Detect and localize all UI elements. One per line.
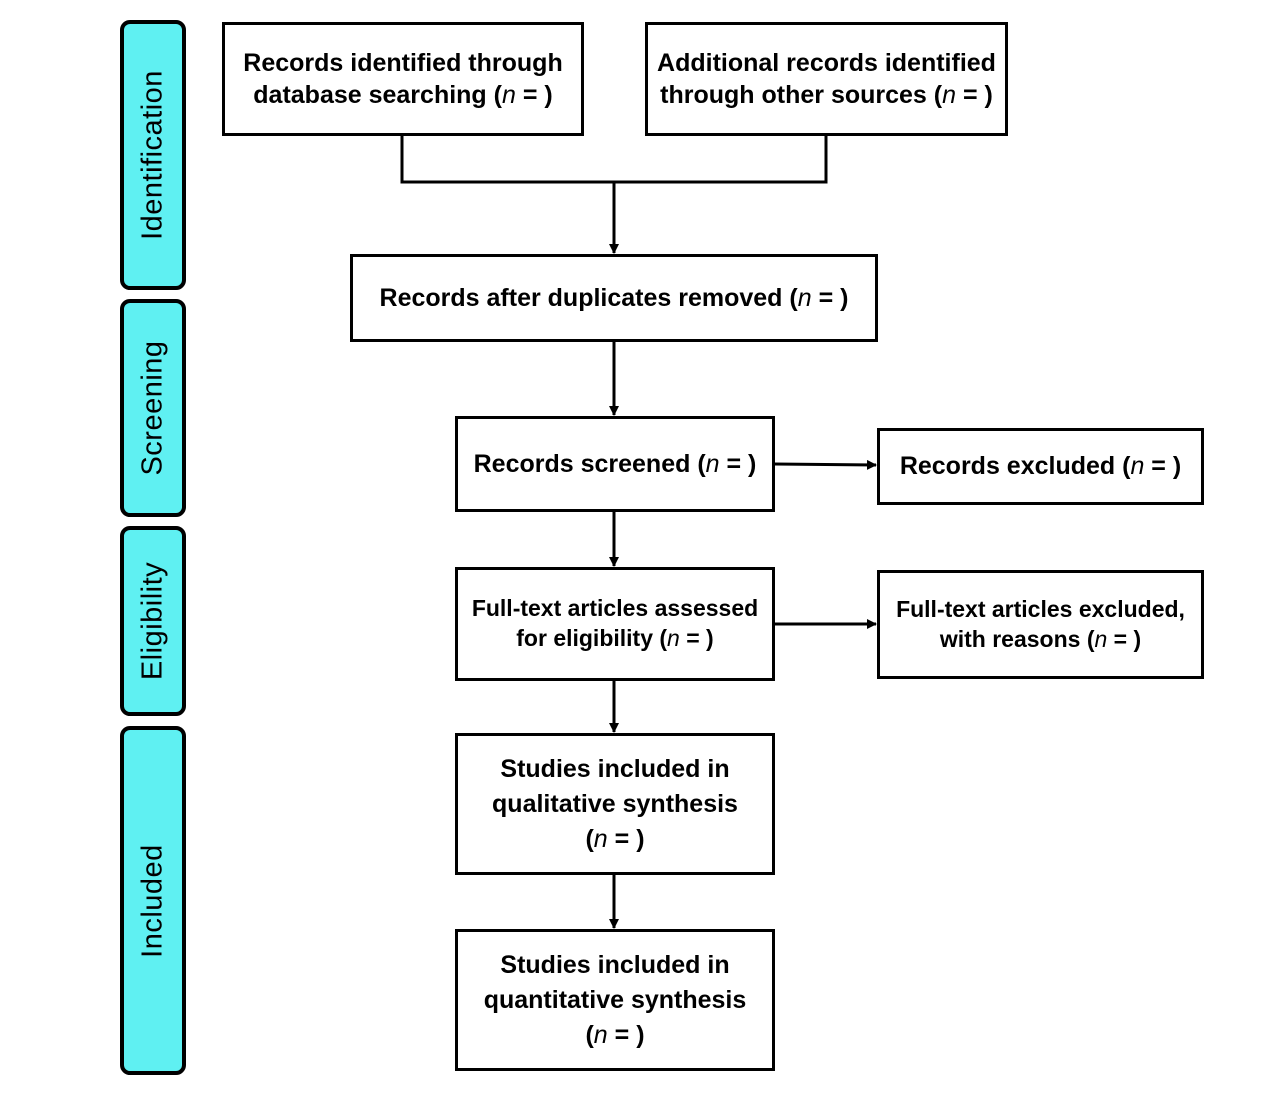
box-database-line1: Records identified through [243, 48, 563, 77]
n-variable: n [593, 1020, 608, 1049]
open-paren: ( [585, 824, 594, 853]
box-other-line2-wrap: through other sources (n = ) [660, 79, 993, 112]
count-placeholder: = ) [811, 283, 849, 312]
box-records-excluded: Records excluded (n = ) [877, 428, 1204, 505]
box-quantitative-line3-wrap: (n = ) [585, 1018, 644, 1053]
n-variable: n [667, 625, 680, 651]
box-quantitative-line1: Studies included in [500, 950, 730, 979]
box-qualitative-synthesis: Studies included in qualitative synthesi… [455, 733, 775, 875]
box-quantitative-synthesis: Studies included in quantitative synthes… [455, 929, 775, 1071]
count-placeholder: = ) [679, 625, 714, 651]
box-database-records: Records identified through database sear… [222, 22, 584, 136]
count-placeholder: = ) [1144, 452, 1182, 481]
box-other-sources: Additional records identified through ot… [645, 22, 1008, 136]
box-fulltext-line2: for eligibility ( [516, 625, 668, 651]
box-fulltext-assessed: Full-text articles assessed for eligibil… [455, 567, 775, 681]
arrow-to-excluded [773, 459, 877, 470]
stage-screening: Screening [120, 299, 186, 517]
n-variable: n [705, 449, 720, 478]
box-fulltext-line1: Full-text articles assessed [471, 595, 759, 622]
box-qualitative-line1: Studies included in [500, 754, 730, 783]
box-qualitative-line2: qualitative synthesis [492, 789, 738, 818]
box-records-screened: Records screened (n = ) [455, 416, 775, 512]
box-quantitative-line2: quantitative synthesis [483, 985, 747, 1014]
open-paren: ( [585, 1020, 594, 1049]
stage-identification: Identification [120, 20, 186, 290]
box-fulltext-line2-wrap: for eligibility (n = ) [516, 624, 713, 654]
box-other-line2: through other sources ( [660, 81, 943, 109]
merge-connector [400, 136, 828, 184]
count-placeholder: = ) [515, 81, 553, 109]
box-database-line2-wrap: database searching (n = ) [253, 79, 552, 112]
box-fulltext-excluded-line1: Full-text articles excluded, [896, 595, 1185, 622]
box-other-line1: Additional records identified [657, 48, 996, 77]
count-placeholder: = ) [1107, 625, 1142, 652]
count-placeholder: = ) [719, 449, 757, 478]
box-screened-wrap: Records screened (n = ) [474, 448, 757, 481]
box-screened-line1: Records screened ( [473, 449, 706, 478]
box-duplicates-wrap: Records after duplicates removed (n = ) [380, 282, 849, 315]
stage-eligibility: Eligibility [120, 526, 186, 716]
box-excluded-line1: Records excluded ( [899, 452, 1131, 481]
box-duplicates-line1: Records after duplicates removed ( [379, 283, 798, 312]
box-duplicates-removed: Records after duplicates removed (n = ) [350, 254, 878, 342]
n-variable: n [1130, 452, 1145, 481]
n-variable: n [1094, 625, 1108, 652]
box-fulltext-excluded: Full-text articles excluded, with reason… [877, 570, 1204, 679]
n-variable: n [501, 81, 516, 109]
n-variable: n [797, 283, 812, 312]
stage-included: Included [120, 726, 186, 1075]
box-fulltext-excluded-line2: with reasons ( [939, 625, 1095, 652]
box-database-line2: database searching ( [253, 81, 502, 109]
count-placeholder: = ) [607, 1020, 645, 1049]
n-variable: n [593, 824, 608, 853]
box-fulltext-excluded-line2-wrap: with reasons (n = ) [940, 625, 1141, 655]
n-variable: n [942, 81, 957, 109]
box-qualitative-line3-wrap: (n = ) [585, 822, 644, 857]
count-placeholder: = ) [607, 824, 645, 853]
box-excluded-wrap: Records excluded (n = ) [900, 450, 1181, 483]
count-placeholder: = ) [956, 81, 993, 109]
